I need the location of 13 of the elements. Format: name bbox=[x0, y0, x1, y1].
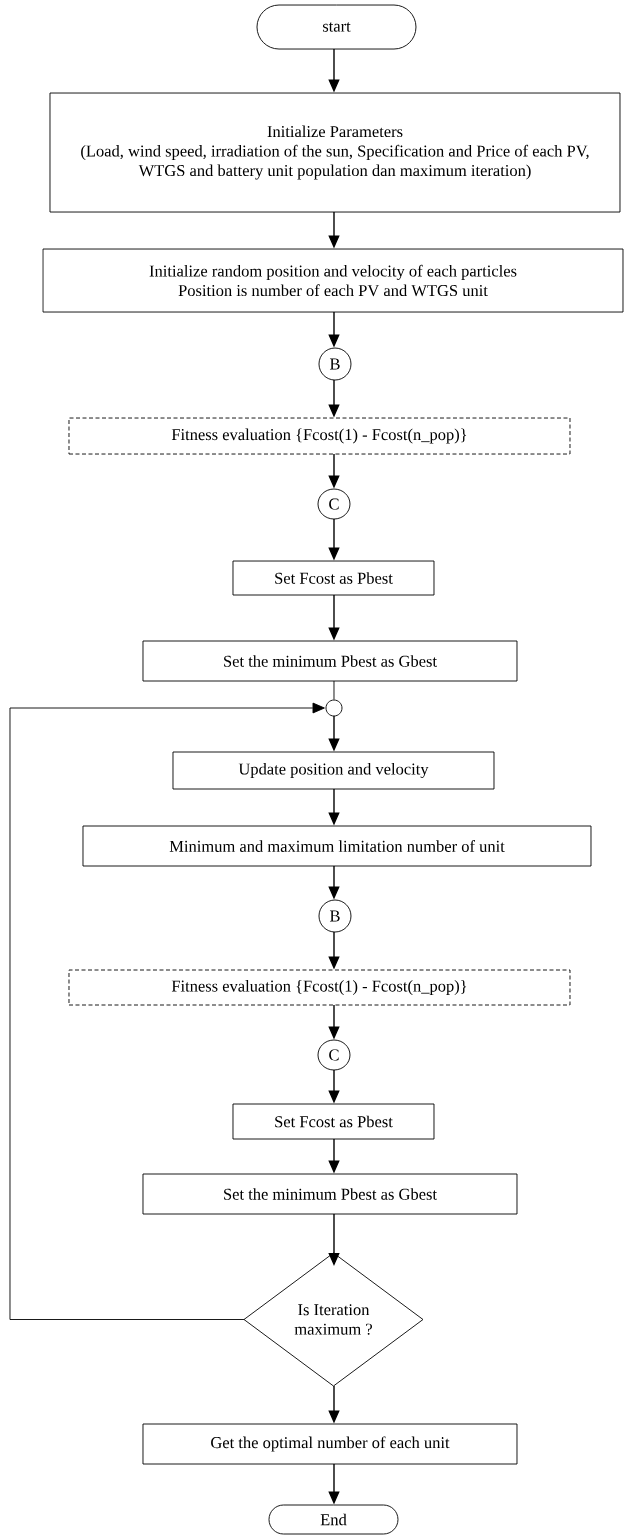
process-box: Minimum and maximum limitation number of unit bbox=[82, 825, 592, 867]
junction-circle bbox=[325, 699, 343, 717]
process-box: Initialize random position and velocity of each particles Position is number of each PV and WTGS unit bbox=[42, 248, 624, 313]
process-box: Update position and velocity bbox=[172, 751, 495, 790]
process-box: Set Fcost as Pbest bbox=[232, 560, 435, 596]
process-box: Fitness evaluation {Fcost(1) - Fcost(n_pop)} bbox=[68, 969, 571, 1006]
process-box: Set Fcost as Pbest bbox=[232, 1103, 435, 1140]
process-box: Set the minimum Pbest as Gbest bbox=[142, 640, 518, 682]
arrow bbox=[9, 702, 325, 1320]
process-box: Set the minimum Pbest as Gbest bbox=[142, 1173, 518, 1215]
process-box: Fitness evaluation {Fcost(1) - Fcost(n_pop)} bbox=[68, 417, 571, 455]
process-box: Initialize Parameters (Load, wind speed, irradiation of the sun, Specification and Price of each PV, WTGS and battery unit population dan maximum iteration) bbox=[49, 92, 621, 213]
process-box: Get the optimal number of each unit bbox=[142, 1423, 518, 1465]
